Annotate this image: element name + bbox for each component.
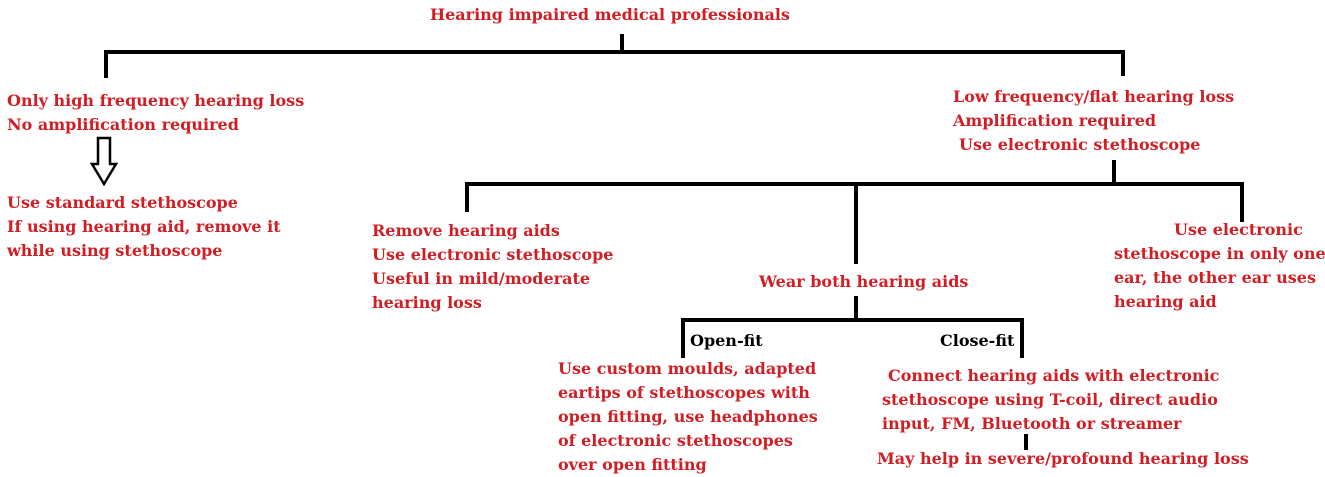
open-fit-text-box: Use custom moulds, adapted eartips of st… (558, 357, 818, 477)
one-ear-box: Use electronic stethoscope in only one e… (1114, 218, 1325, 314)
down-arrow-icon (89, 136, 119, 187)
one-ear-line-2: stethoscope in only one (1114, 244, 1325, 263)
remove-line-2: Use electronic stethoscope (372, 245, 614, 264)
close-fit-label: Close-fit (940, 329, 1014, 353)
right-condition-line-3: Use electronic stethoscope (959, 135, 1201, 154)
left-condition-box: Only high frequency hearing loss No ampl… (7, 89, 304, 137)
close-fit-note: May help in severe/profound hearing loss (877, 447, 1249, 471)
right-condition-box: Low frequency/flat hearing loss Amplific… (953, 85, 1234, 157)
remove-hearing-aids-box: Remove hearing aids Use electronic steth… (372, 219, 613, 315)
close-fit-text-box: Connect hearing aids with electronic ste… (882, 364, 1219, 436)
open-fit-line-5: over open fitting (558, 455, 707, 474)
close-fit-note-text: May help in severe/profound hearing loss (877, 449, 1249, 468)
one-ear-line-1: Use electronic (1174, 220, 1303, 239)
right-condition-line-2: Amplification required (953, 111, 1157, 130)
remove-line-4: hearing loss (372, 293, 482, 312)
root-title: Hearing impaired medical professionals (430, 3, 790, 27)
open-fit-line-2: eartips of stethoscopes with (558, 383, 810, 402)
left-condition-line-2: No amplification required (7, 115, 239, 134)
open-fit-label-text: Open-fit (690, 331, 763, 350)
remove-line-1: Remove hearing aids (372, 221, 560, 240)
open-fit-line-1: Use custom moulds, adapted (558, 359, 817, 378)
left-condition-line-1: Only high frequency hearing loss (7, 91, 305, 110)
left-advice-line-1: Use standard stethoscope (7, 193, 238, 212)
close-fit-line-3: input, FM, Bluetooth or streamer (882, 414, 1182, 433)
open-fit-line-4: of electronic stethoscopes (558, 431, 793, 450)
open-fit-label: Open-fit (690, 329, 763, 353)
one-ear-line-3: ear, the other ear uses (1114, 268, 1316, 287)
right-condition-line-1: Low frequency/flat hearing loss (953, 87, 1235, 106)
root-title-text: Hearing impaired medical professionals (430, 5, 790, 24)
remove-line-3: Useful in mild/moderate (372, 269, 591, 288)
close-fit-line-2: stethoscope using T-coil, direct audio (882, 390, 1218, 409)
open-fit-line-3: open fitting, use headphones (558, 407, 818, 426)
close-fit-label-text: Close-fit (940, 331, 1015, 350)
close-fit-line-1: Connect hearing aids with electronic (888, 366, 1220, 385)
wear-both-box: Wear both hearing aids (759, 270, 968, 294)
left-advice-line-2: If using hearing aid, remove it (7, 217, 281, 236)
wear-both-title: Wear both hearing aids (759, 272, 969, 291)
one-ear-line-4: hearing aid (1114, 292, 1217, 311)
left-advice-line-3: while using stethoscope (7, 241, 223, 260)
left-advice-box: Use standard stethoscope If using hearin… (7, 191, 281, 263)
